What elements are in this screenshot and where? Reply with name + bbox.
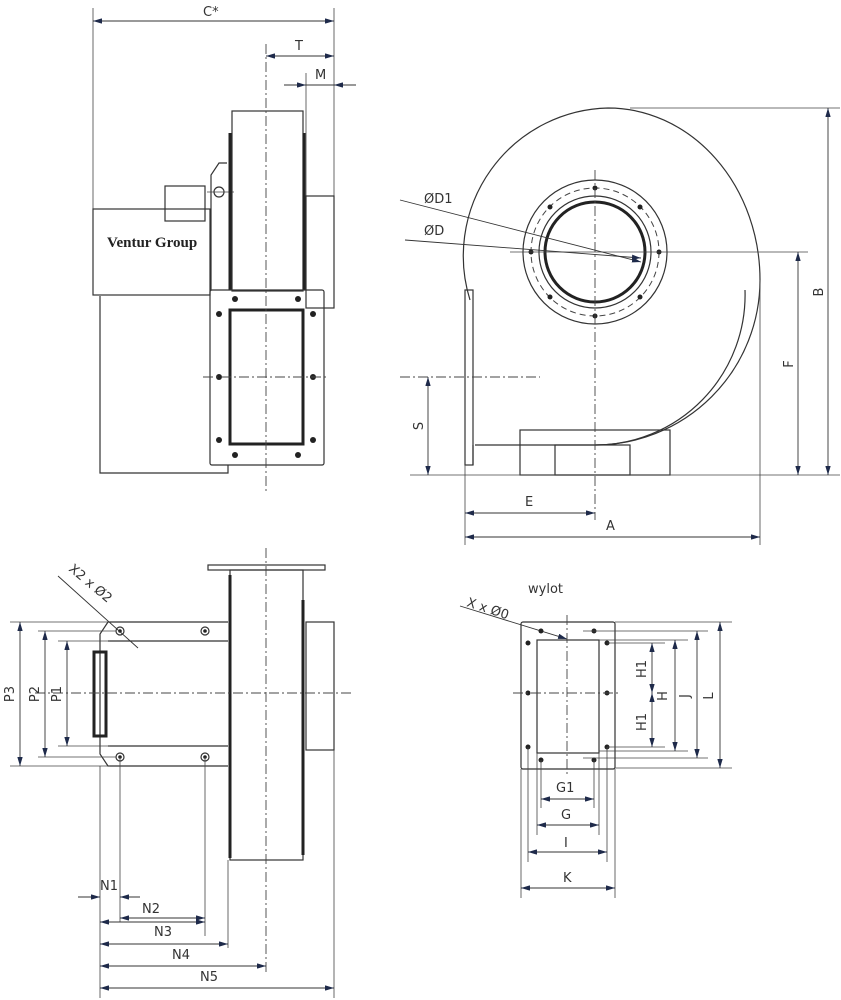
fan-housing-top	[229, 569, 304, 861]
label-f: F	[782, 360, 797, 367]
brand-logo: Ventur Group	[107, 235, 197, 251]
base-view: X2 x Ø2 P3 P2 P1 N1 N2 N3 N4 N5	[3, 548, 352, 998]
inlet-bolts	[528, 185, 662, 319]
label-c: C*	[203, 5, 219, 20]
motor-box	[92, 208, 211, 296]
inlet	[305, 621, 335, 751]
motor-body	[99, 296, 229, 474]
label-s: S	[412, 422, 427, 430]
label-k: K	[563, 871, 572, 886]
outlet-flange	[209, 289, 325, 466]
housing-flange	[207, 564, 326, 571]
outlet-flange	[520, 621, 616, 770]
outlet-flange-edge	[464, 289, 474, 466]
label-h: H	[656, 691, 671, 701]
base-bolts	[115, 626, 210, 762]
front-view: ØD1 ØD B F S E A	[399, 107, 840, 545]
motor-mount-plate	[92, 650, 108, 738]
label-n2: N2	[142, 902, 160, 917]
label-d: ØD	[424, 224, 444, 239]
label-j: J	[678, 694, 693, 699]
outlet-view: wylot X x Ø0 H1 H1 H J L G1	[459, 582, 732, 898]
label-p2: P2	[28, 686, 43, 702]
label-l: L	[702, 692, 717, 700]
label-h1-top: H1	[635, 660, 650, 678]
label-g: G	[561, 808, 571, 823]
label-i: I	[564, 836, 568, 851]
label-n4: N4	[172, 948, 190, 963]
label-n1: N1	[100, 879, 118, 894]
label-p1: P1	[50, 686, 65, 702]
inlet	[305, 195, 335, 309]
label-b: B	[812, 288, 827, 297]
label-t: T	[294, 39, 303, 54]
outlet-opening	[536, 639, 600, 754]
side-view: C* T M Ventur Group	[92, 5, 356, 492]
label-n3: N3	[154, 925, 172, 940]
scroll-housing	[462, 107, 761, 446]
label-g1: G1	[556, 781, 574, 796]
outlet-title: wylot	[528, 582, 563, 597]
label-e: E	[525, 495, 533, 510]
label-h1-bottom: H1	[635, 713, 650, 731]
outlet-bolts	[525, 628, 610, 763]
label-p3: P3	[3, 686, 18, 702]
motor-bracket	[210, 162, 227, 290]
label-n5: N5	[200, 970, 218, 985]
fan-housing	[231, 110, 304, 292]
label-x2: X2 x Ø2	[65, 562, 114, 607]
motor-terminal-box	[164, 185, 206, 222]
flange-bolts	[216, 296, 316, 458]
label-m: M	[315, 68, 326, 83]
label-d1: ØD1	[424, 192, 453, 207]
label-a: A	[606, 519, 615, 534]
